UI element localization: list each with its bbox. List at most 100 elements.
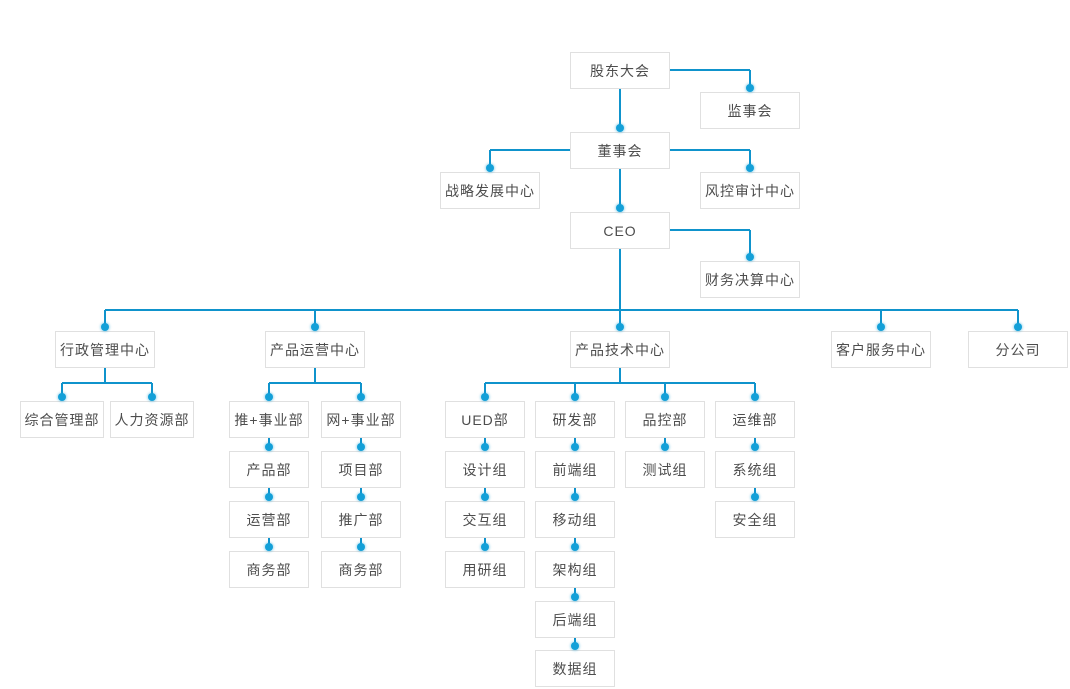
org-node-data-group: 数据组 [535, 650, 615, 687]
connector-line [484, 488, 486, 497]
org-node-ceo: CEO [570, 212, 670, 249]
org-node-human-resources-dept: 人力资源部 [110, 401, 194, 438]
org-node-architecture-group: 架构组 [535, 551, 615, 588]
connector-dot [877, 323, 885, 331]
org-node-risk-audit-center: 风控审计中心 [700, 172, 800, 209]
connector-line [314, 310, 316, 327]
org-node-branch-company: 分公司 [968, 331, 1068, 368]
connector-dot [571, 443, 579, 451]
connector-line [268, 488, 270, 497]
connector-line [360, 438, 362, 447]
connector-line [754, 383, 756, 397]
connector-dot [481, 493, 489, 501]
connector-dot [1014, 323, 1022, 331]
org-node-product-dept: 产品部 [229, 451, 309, 488]
connector-line [269, 382, 361, 384]
org-node-product-technology-center: 产品技术中心 [570, 331, 670, 368]
connector-line [619, 169, 621, 208]
connector-dot [481, 443, 489, 451]
connector-dot [571, 642, 579, 650]
connector-line [749, 150, 751, 168]
org-node-product-operation-center: 产品运营中心 [265, 331, 365, 368]
connector-dot [616, 323, 624, 331]
org-node-design-group: 设计组 [445, 451, 525, 488]
connector-line [62, 382, 152, 384]
connector-line [574, 438, 576, 447]
connector-dot [481, 543, 489, 551]
org-node-ued-dept: UED部 [445, 401, 525, 438]
connector-dot [746, 164, 754, 172]
org-node-backend-group: 后端组 [535, 601, 615, 638]
connector-line [619, 89, 621, 128]
org-node-finance-settlement-center: 财务决算中心 [700, 261, 800, 298]
connector-line [754, 488, 756, 497]
connector-line [484, 438, 486, 447]
connector-dot [746, 84, 754, 92]
connector-line [268, 538, 270, 547]
connector-dot [357, 493, 365, 501]
connector-dot [265, 493, 273, 501]
connector-dot [571, 393, 579, 401]
connector-dot [481, 393, 489, 401]
connector-line [485, 382, 755, 384]
org-node-project-dept: 项目部 [321, 451, 401, 488]
connector-line [749, 70, 751, 88]
connector-line [484, 538, 486, 547]
connector-dot [357, 393, 365, 401]
connector-dot [101, 323, 109, 331]
org-node-system-group: 系统组 [715, 451, 795, 488]
org-node-business-dept-1: 商务部 [229, 551, 309, 588]
connector-dot [616, 204, 624, 212]
org-node-shareholders-meeting: 股东大会 [570, 52, 670, 89]
org-node-testing-group: 测试组 [625, 451, 705, 488]
connector-line [574, 488, 576, 497]
connector-line [619, 249, 621, 310]
org-node-admin-management-center: 行政管理中心 [55, 331, 155, 368]
connector-line [619, 368, 621, 383]
connector-line [664, 438, 666, 447]
org-node-board-of-directors: 董事会 [570, 132, 670, 169]
connector-line [104, 310, 106, 327]
connector-line [670, 69, 750, 71]
connector-dot [357, 543, 365, 551]
connector-dot [746, 253, 754, 261]
org-node-general-management-dept: 综合管理部 [20, 401, 104, 438]
connector-dot [571, 543, 579, 551]
org-node-supervisory-board: 监事会 [700, 92, 800, 129]
connector-line [489, 150, 491, 168]
connector-line [749, 230, 751, 257]
connector-dot [661, 393, 669, 401]
connector-line [619, 310, 621, 327]
org-node-mobile-group: 移动组 [535, 501, 615, 538]
org-node-wang-business-unit: 网+事业部 [321, 401, 401, 438]
connector-dot [571, 493, 579, 501]
connector-line [61, 383, 63, 397]
connector-dot [486, 164, 494, 172]
org-node-tui-business-unit: 推+事业部 [229, 401, 309, 438]
connector-dot [265, 393, 273, 401]
org-node-operation-dept: 运营部 [229, 501, 309, 538]
connector-line [104, 368, 106, 383]
connector-line [754, 438, 756, 447]
connector-line [360, 538, 362, 547]
connector-dot [265, 443, 273, 451]
connector-line [360, 488, 362, 497]
org-node-ops-maintenance-dept: 运维部 [715, 401, 795, 438]
connector-dot [58, 393, 66, 401]
connector-line [484, 383, 486, 397]
connector-dot [751, 493, 759, 501]
connector-dot [751, 443, 759, 451]
org-node-quality-control-dept: 品控部 [625, 401, 705, 438]
connector-dot [661, 443, 669, 451]
org-node-interaction-group: 交互组 [445, 501, 525, 538]
connector-line [490, 149, 570, 151]
connector-line [670, 149, 750, 151]
connector-line [268, 383, 270, 397]
org-node-promotion-dept: 推广部 [321, 501, 401, 538]
connector-dot [616, 124, 624, 132]
org-node-strategy-development-center: 战略发展中心 [440, 172, 540, 209]
org-node-customer-service-center: 客户服务中心 [831, 331, 931, 368]
connector-dot [311, 323, 319, 331]
connector-line [880, 310, 882, 327]
